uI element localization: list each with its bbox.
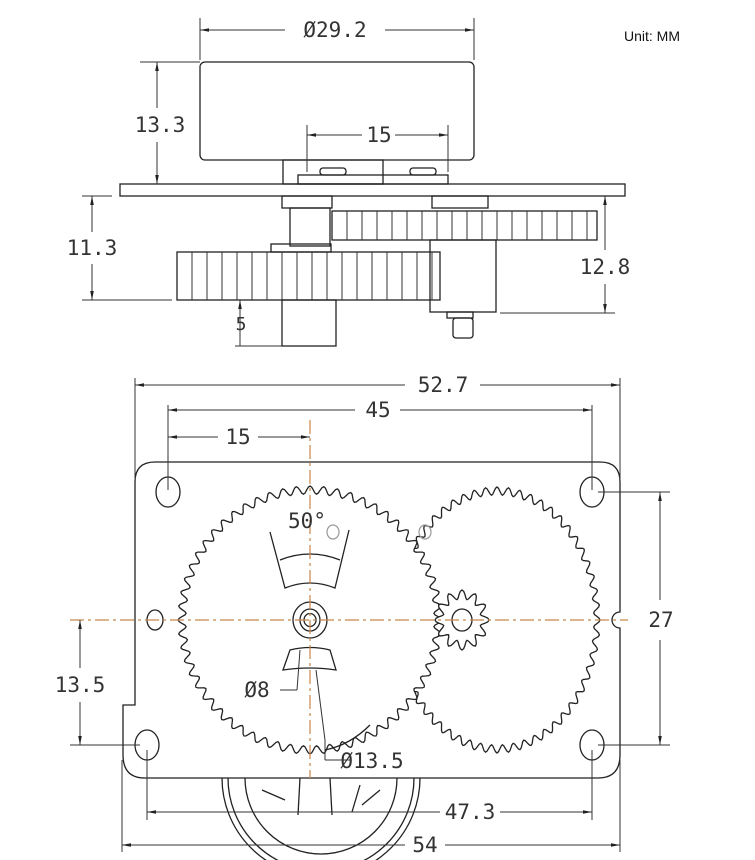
bushing <box>431 195 489 209</box>
dim-hub: 5 <box>236 314 247 335</box>
dim-base-width: 54 <box>412 833 437 857</box>
output-collar <box>446 311 474 319</box>
pinion-gear <box>434 589 490 651</box>
stop-block <box>282 646 337 671</box>
dim-bore: Ø8 <box>244 678 269 702</box>
dim-hole-spacing: 45 <box>365 398 390 422</box>
small-hole <box>326 524 340 540</box>
lower-gear-side <box>176 251 441 301</box>
dim-overall-width: 52.7 <box>418 373 469 397</box>
dim-diameter: Ø29.2 <box>303 18 366 42</box>
front-view: 52.7 45 15 50° 27 13.5 Ø8 Ø13.5 47.3 54 <box>55 373 674 860</box>
motor-bottom <box>221 777 421 860</box>
hub <box>281 299 337 347</box>
dim-angle: 50° <box>288 509 326 533</box>
screw-head <box>319 167 347 176</box>
motor-body <box>199 61 475 161</box>
dim-shaft-offset: 15 <box>225 425 250 449</box>
dim-shaft-spacing: 15 <box>366 123 391 147</box>
dim-half-height: 13.5 <box>55 673 106 697</box>
mount-plate <box>119 183 626 197</box>
dim-gear-height: 11.3 <box>67 236 118 260</box>
upper-gear-side <box>331 210 598 241</box>
side-view: Ø29.2 13.3 15 11.3 12.8 5 <box>67 18 631 347</box>
washer <box>270 243 332 253</box>
shaft <box>289 207 331 247</box>
dim-hub-diameter: Ø13.5 <box>340 749 403 773</box>
dim-vertical-holes: 27 <box>648 608 673 632</box>
dim-motor-height: 13.3 <box>135 113 186 137</box>
mount-flange <box>297 174 449 185</box>
unit-label: Unit: MM <box>624 28 680 44</box>
output-shaft <box>452 317 474 339</box>
dim-output-height: 12.8 <box>580 255 631 279</box>
small-hole <box>418 524 432 540</box>
bushing <box>281 195 333 209</box>
dim-bottom-hole-spacing: 47.3 <box>445 800 496 824</box>
screw-head <box>409 167 437 176</box>
